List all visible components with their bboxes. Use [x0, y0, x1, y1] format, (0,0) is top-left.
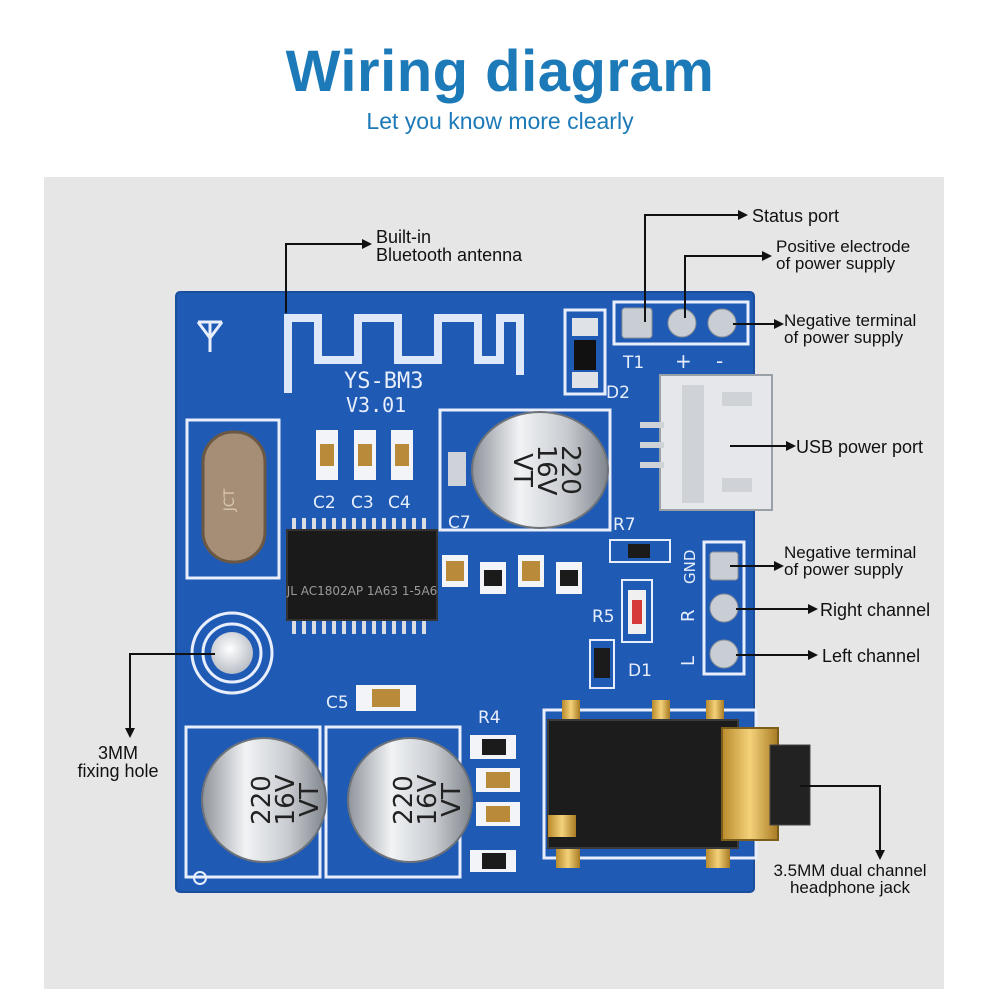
antenna-trace — [284, 314, 524, 393]
svg-text:R7: R7 — [613, 515, 636, 535]
svg-text:VT: VT — [507, 453, 537, 487]
svg-text:GND: GND — [681, 550, 699, 584]
svg-text:C3: C3 — [351, 493, 374, 513]
capacitor-left — [201, 737, 327, 863]
page-title: Wiring diagram — [285, 39, 715, 104]
svg-text:-: - — [716, 349, 723, 373]
capacitor-right — [347, 737, 473, 863]
callout-left-channel: Left channel — [822, 646, 921, 666]
callout-lines — [129, 214, 881, 852]
usb-port — [659, 374, 773, 511]
svg-text:220: 220 — [247, 775, 277, 825]
callout-right-channel: Right channel — [820, 600, 931, 620]
svg-text:C4: C4 — [388, 493, 411, 513]
antenna-symbol-icon — [196, 320, 224, 352]
svg-text:16V: 16V — [531, 445, 561, 496]
svg-text:220: 220 — [555, 445, 585, 495]
svg-text:JL AC1802AP 1A63 1-5A6: JL AC1802AP 1A63 1-5A6 — [286, 584, 438, 598]
svg-text:L: L — [678, 656, 699, 666]
svg-text:16V: 16V — [271, 774, 301, 825]
svg-text:R: R — [678, 609, 699, 622]
callout-arrowheads — [125, 210, 885, 860]
svg-text:220: 220 — [389, 775, 419, 825]
svg-text:+: + — [675, 349, 692, 373]
page-subtitle: Let you know more clearly — [366, 108, 634, 134]
version-label: V3.01 — [346, 393, 406, 417]
svg-text:16V: 16V — [413, 774, 443, 825]
capacitor-c7 — [471, 411, 609, 529]
svg-text:D1: D1 — [628, 661, 652, 681]
crystal-oscillator — [201, 430, 267, 564]
svg-text:R4: R4 — [478, 708, 501, 728]
svg-text:C5: C5 — [326, 693, 349, 713]
svg-text:C7: C7 — [448, 513, 471, 533]
callout-usb: USB power port — [796, 437, 924, 457]
svg-text:D2: D2 — [606, 383, 630, 403]
svg-text:VT: VT — [295, 783, 325, 817]
fixing-hole — [211, 632, 253, 674]
svg-text:R5: R5 — [592, 607, 615, 627]
bluetooth-chip: JL AC1802AP 1A63 1-5A6 — [286, 518, 438, 634]
callout-status-port: Status port — [752, 206, 840, 226]
model-label: YS-BM3 — [344, 369, 423, 394]
svg-text:C2: C2 — [313, 493, 336, 513]
svg-text:VT: VT — [437, 783, 467, 817]
headphone-jack — [547, 719, 739, 849]
svg-text:T1: T1 — [622, 353, 644, 373]
crystal-marking: JCT — [222, 488, 238, 512]
